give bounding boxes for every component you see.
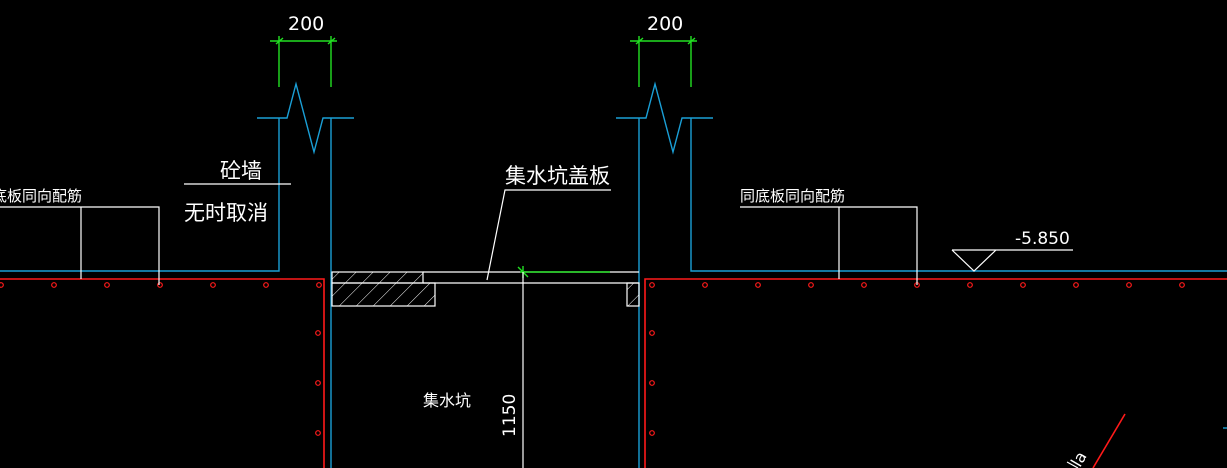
rebar-dot — [967, 282, 973, 288]
wall-left[interactable] — [0, 81, 354, 468]
rebar-dot — [1020, 282, 1026, 288]
cover-label: 集水坑盖板 — [505, 164, 610, 188]
left-rebar-note: 底板同向配筋 — [0, 187, 82, 205]
rebar-dot — [315, 430, 321, 436]
rebar-dot — [808, 282, 814, 288]
dimension-left[interactable]: 200 — [270, 13, 337, 87]
rebar-right[interactable] — [644, 278, 1227, 468]
rebar-dot — [649, 330, 655, 336]
rebar-dots — [0, 282, 1185, 436]
rebar-dot — [210, 282, 216, 288]
dimension-right[interactable]: 200 — [630, 13, 697, 87]
rebar-left[interactable] — [0, 278, 325, 468]
rebar-dot — [649, 430, 655, 436]
rebar-dot — [649, 380, 655, 386]
wall-right[interactable] — [616, 81, 1227, 468]
rebar-dot — [51, 282, 57, 288]
partial-stroke — [1066, 461, 1079, 468]
rebar-dot — [755, 282, 761, 288]
rebar-dot — [315, 380, 321, 386]
dimension-right-text: 200 — [647, 13, 683, 35]
diagonal-rebar — [1092, 413, 1126, 468]
rebar-dot — [1126, 282, 1132, 288]
rebar-dot — [157, 282, 163, 288]
rebar-dot — [104, 282, 110, 288]
rebar-dot — [649, 282, 655, 288]
rebar-dot — [1073, 282, 1079, 288]
rebar-dot — [316, 282, 322, 288]
elevation-marker: -5.850 — [951, 229, 1073, 272]
right-rebar-note: 同底板同向配筋 — [740, 187, 845, 205]
rebar-dot — [263, 282, 269, 288]
wall-label: 砼墙 — [220, 159, 262, 183]
rebar-dot — [702, 282, 708, 288]
rebar-dot — [0, 282, 4, 288]
partial-label: la — [1067, 448, 1091, 468]
depth-dim-text: 1150 — [500, 394, 520, 437]
elevation-text: -5.850 — [1015, 229, 1070, 249]
dimension-left-text: 200 — [288, 13, 324, 35]
pit-label: 集水坑 — [423, 391, 471, 410]
pit-cover[interactable] — [331, 266, 640, 307]
rebar-dot — [1179, 282, 1185, 288]
cover-leader — [486, 189, 611, 281]
rebar-dot — [315, 330, 321, 336]
rebar-dot — [861, 282, 867, 288]
wall-note: 无时取消 — [184, 201, 268, 225]
